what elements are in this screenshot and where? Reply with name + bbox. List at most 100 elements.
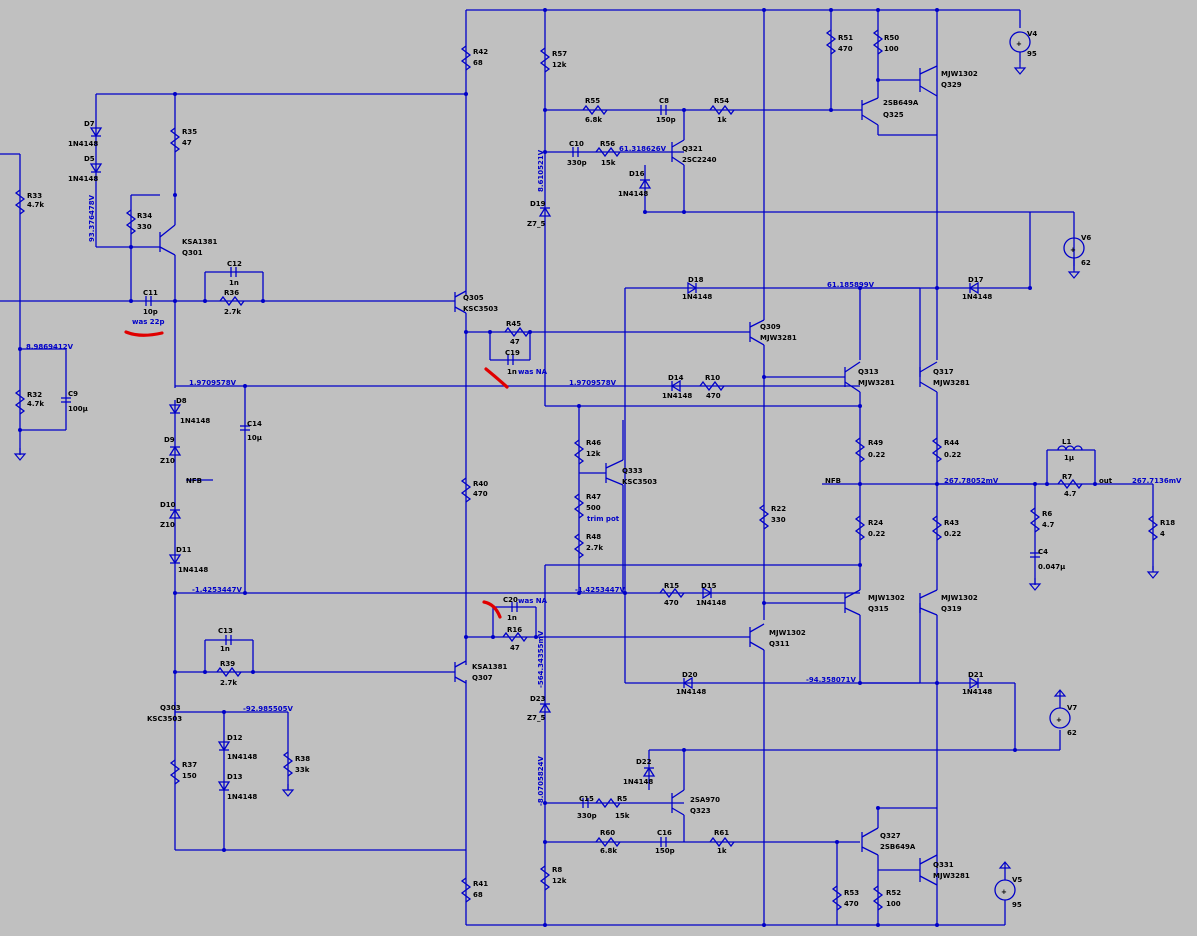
- Q333-ref: Q333: [622, 467, 643, 475]
- R61-symbol: [709, 836, 735, 848]
- R35-value: 47: [182, 139, 192, 147]
- R50-ref: R50: [884, 34, 899, 42]
- C14-value: 10µ: [247, 434, 262, 442]
- D23-ref: D23: [530, 695, 546, 703]
- R40-ref: R40: [473, 480, 488, 488]
- D22-ref: D22: [636, 758, 652, 766]
- D8-ref: D8: [176, 397, 187, 405]
- C4-ref: C4: [1038, 548, 1048, 556]
- R6-ref: R6: [1042, 510, 1052, 518]
- resistor-symbols: [14, 29, 1159, 911]
- Q313-value: MJW3281: [858, 379, 895, 387]
- voltage-n3: 1.9709578V: [189, 379, 237, 387]
- D18-ref: D18: [688, 276, 704, 284]
- D9-symbol: [168, 445, 182, 456]
- C16-symbol: [660, 837, 667, 847]
- C10-ref: C10: [569, 140, 584, 148]
- R15-symbol: [659, 587, 685, 599]
- voltage-n2: 93.376478V: [88, 194, 96, 242]
- R6-symbol: [1029, 507, 1041, 533]
- D15-value: 1N4148: [696, 599, 726, 607]
- D20-ref: D20: [682, 671, 698, 679]
- R39-value: 2.7k: [220, 679, 237, 687]
- Q325-symbol: [860, 97, 879, 126]
- Q323-symbol: [671, 789, 685, 816]
- voltage-n4: 1.9709578V: [569, 379, 617, 387]
- D5-ref: D5: [84, 155, 95, 163]
- R45-symbol: [504, 326, 530, 338]
- D10-ref: D10: [160, 501, 176, 509]
- svg-text:+: +: [1056, 716, 1062, 724]
- R55-ref: R55: [585, 97, 600, 105]
- R60-ref: R60: [600, 829, 615, 837]
- C15-value: 330p: [577, 812, 597, 820]
- voltage-n7: -92.985505V: [243, 705, 294, 713]
- D17-value: 1N4148: [962, 293, 992, 301]
- C11-ref: C11: [143, 289, 158, 297]
- note-was-na-c20: was NA: [518, 597, 548, 605]
- D12-ref: D12: [227, 734, 243, 742]
- Q317-ref: Q317: [933, 368, 954, 376]
- R45-value: 47: [510, 338, 520, 346]
- C9-symbol: [61, 397, 71, 403]
- L1-symbol: [1057, 445, 1083, 451]
- D21-value: 1N4148: [962, 688, 992, 696]
- R53-ref: R53: [844, 889, 859, 897]
- D22-symbol: [642, 766, 656, 777]
- R56-value: 15k: [601, 159, 616, 167]
- R47-symbol: [573, 493, 585, 519]
- R50-value: 100: [884, 45, 899, 53]
- R55-symbol: [582, 104, 608, 116]
- R47-value: 500: [586, 504, 601, 512]
- voltage-n9: 8.610521V: [537, 149, 545, 192]
- R40-symbol: [460, 477, 472, 503]
- D16-symbol: [638, 178, 652, 189]
- Q301-value: KSA1381: [182, 238, 217, 246]
- R51-ref: R51: [838, 34, 853, 42]
- C19-ref: C19: [505, 349, 520, 357]
- C8-ref: C8: [659, 97, 669, 105]
- Q307-ref: Q307: [472, 674, 493, 682]
- R43-ref: R43: [944, 519, 959, 527]
- R41-value: 68: [473, 891, 483, 899]
- D9-ref: D9: [164, 436, 175, 444]
- D13-symbol: [217, 781, 231, 792]
- R34-symbol: [125, 209, 137, 235]
- Q331-value: MJW3281: [933, 872, 970, 880]
- D22-value: 1N4148: [623, 778, 653, 786]
- Q311-symbol: [749, 623, 765, 651]
- D9-value: Z10: [160, 457, 175, 465]
- R43-value: 0.22: [944, 530, 961, 538]
- net-label-nfb-right: NFB: [825, 477, 841, 485]
- R54-symbol: [709, 104, 735, 116]
- R54-ref: R54: [714, 97, 729, 105]
- R48-symbol: [573, 533, 585, 559]
- junction-dots: [18, 8, 1097, 927]
- R51-value: 470: [838, 45, 853, 53]
- C10-symbol: [572, 147, 579, 157]
- Q319-value: MJW1302: [941, 594, 978, 602]
- C9-ref: C9: [68, 390, 78, 398]
- C15-symbol: [582, 798, 589, 808]
- R38-value: 33k: [295, 766, 310, 774]
- R52-value: 100: [886, 900, 901, 908]
- D18-symbol: [687, 281, 698, 295]
- R33-symbol: [14, 189, 26, 215]
- R46-value: 12k: [586, 450, 601, 458]
- D20-symbol: [682, 676, 693, 690]
- C12-ref: C12: [227, 260, 242, 268]
- D11-value: 1N4148: [178, 566, 208, 574]
- R56-symbol: [595, 146, 621, 158]
- voltage-n15: -8.0705824V: [537, 755, 545, 806]
- R50-symbol: [872, 29, 884, 55]
- voltage-n11: 267.78052mV: [944, 477, 999, 485]
- Q313-symbol: [844, 361, 861, 393]
- Q305-ref: Q305: [463, 294, 484, 302]
- R44-ref: R44: [944, 439, 959, 447]
- D15-ref: D15: [701, 582, 717, 590]
- C10-value: 330p: [567, 159, 587, 167]
- R24-ref: R24: [868, 519, 883, 527]
- R52-ref: R52: [886, 889, 901, 897]
